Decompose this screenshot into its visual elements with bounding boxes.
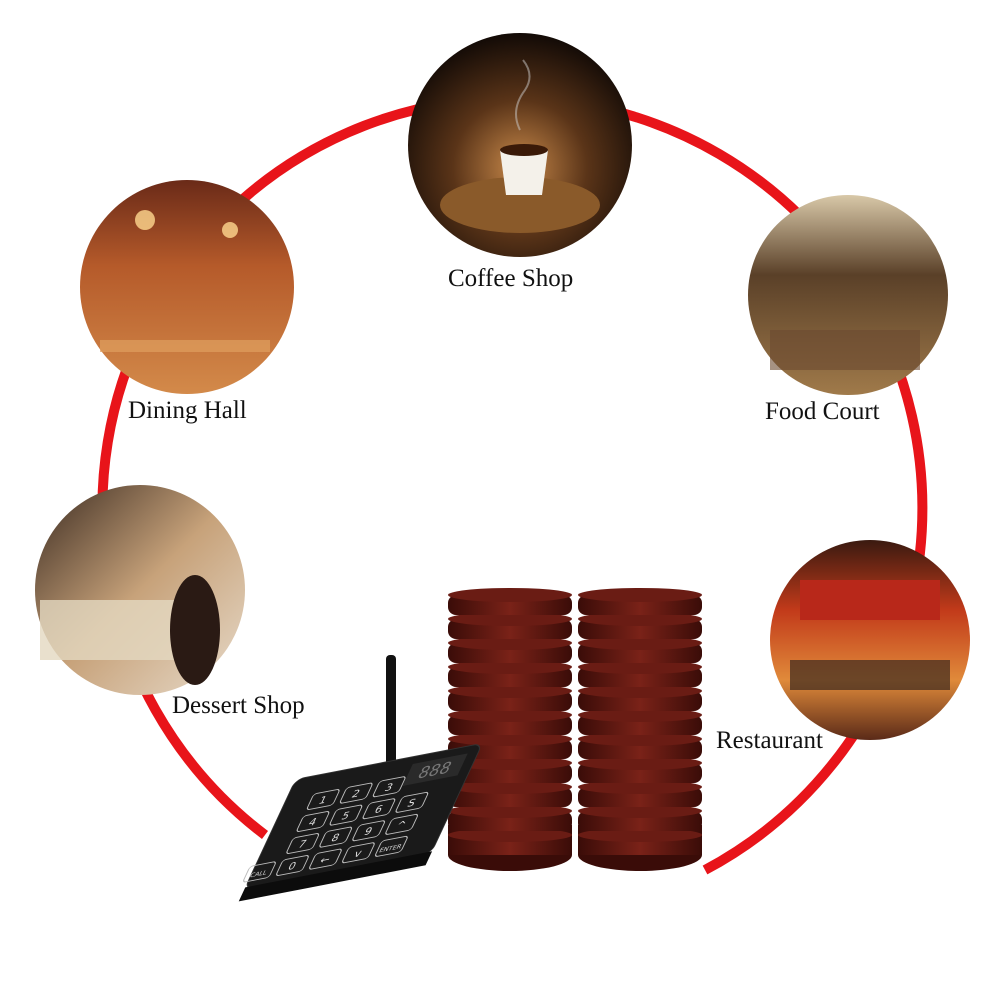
pager-disc-top	[448, 636, 572, 650]
pager-disc-top	[578, 708, 702, 722]
pager-disc-top	[578, 828, 702, 842]
keypad-key[interactable]	[372, 776, 406, 798]
pager-disc-top	[578, 804, 702, 818]
keypad-key[interactable]	[319, 826, 353, 848]
pager-disc-top	[448, 804, 572, 818]
keypad-key[interactable]	[339, 782, 373, 804]
pager-disc-top	[448, 660, 572, 674]
keypad-key[interactable]	[374, 835, 408, 857]
pager-disc-top	[448, 588, 572, 602]
dessert-shop-photo	[35, 485, 245, 695]
keypad-key[interactable]	[341, 842, 375, 864]
pager-disc-top	[578, 612, 702, 626]
pager-disc-top	[578, 636, 702, 650]
keypad-key[interactable]	[395, 791, 429, 813]
keypad-key[interactable]	[306, 789, 340, 810]
keypad-key-label: ENTER	[378, 843, 404, 854]
pager-disc-top	[448, 780, 572, 794]
keypad-key-label: CALL	[249, 869, 269, 879]
keypad-key[interactable]	[276, 855, 310, 876]
pager-disc-top	[578, 660, 702, 674]
label-restaurant: Restaurant	[716, 727, 823, 754]
pager-disc-top	[448, 708, 572, 722]
keypad-key[interactable]	[286, 833, 320, 854]
pager-disc-top	[448, 612, 572, 626]
pager-disc-top	[578, 780, 702, 794]
label-coffee-shop: Coffee Shop	[448, 265, 574, 292]
pager-disc-top	[578, 588, 702, 602]
coffee-shop-photo	[408, 33, 632, 257]
restaurant-photo	[770, 540, 970, 740]
pager-disc-top	[448, 732, 572, 746]
label-dessert-shop: Dessert Shop	[172, 692, 305, 719]
keypad-key[interactable]	[362, 798, 396, 820]
keypad-key[interactable]	[385, 813, 419, 835]
pager-disc-top	[448, 756, 572, 770]
keypad-key[interactable]	[243, 861, 277, 883]
pager-disc-top	[448, 828, 572, 842]
dining-hall-photo	[80, 180, 294, 394]
pager-disc-top	[578, 732, 702, 746]
label-dining-hall: Dining Hall	[128, 397, 247, 424]
keypad-key[interactable]	[309, 848, 343, 870]
label-food-court: Food Court	[765, 398, 880, 425]
keypad-key[interactable]	[296, 811, 330, 832]
keypad-key[interactable]	[352, 820, 386, 842]
pager-stack-right	[578, 588, 702, 871]
pager-stack-left	[448, 588, 572, 871]
keypad-key[interactable]	[329, 804, 363, 826]
pager-disc-top	[578, 756, 702, 770]
antenna	[386, 655, 396, 790]
food-court-photo	[748, 195, 948, 395]
pager-disc-top	[578, 684, 702, 698]
pager-disc-top	[448, 684, 572, 698]
